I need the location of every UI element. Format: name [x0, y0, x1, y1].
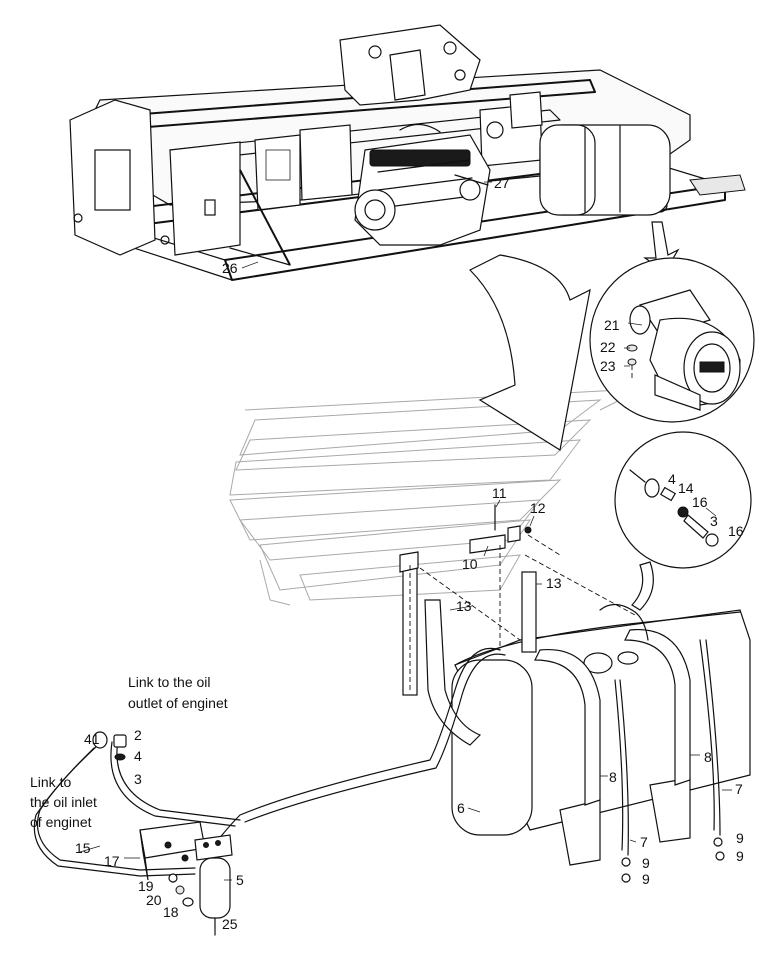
- label-7b: 7: [640, 834, 648, 850]
- note-oil-inlet-line3: of enginet: [30, 814, 92, 830]
- note-oil-outlet-line1: Link to the oil: [128, 674, 211, 690]
- note-oil-inlet-line1: Link to: [30, 774, 71, 790]
- label-23: 23: [600, 358, 616, 374]
- label-13a: 13: [546, 575, 562, 591]
- label-16a: 16: [692, 494, 708, 510]
- label-19: 19: [138, 878, 154, 894]
- chassis-frame: [69, 24, 746, 281]
- label-20: 20: [146, 892, 162, 908]
- label-17: 17: [104, 853, 120, 869]
- label-6: 6: [457, 800, 465, 816]
- chassis-fuel-tank: [539, 124, 671, 216]
- label-3: 3: [134, 771, 142, 787]
- label-5: 5: [236, 872, 244, 888]
- label-26: 26: [222, 260, 238, 276]
- arrow-tank-connection: [631, 561, 654, 611]
- label-3-detail: 3: [710, 513, 718, 529]
- label-8a: 8: [609, 769, 617, 785]
- label-9b: 9: [736, 848, 744, 864]
- label-10: 10: [462, 556, 478, 572]
- label-9a: 9: [736, 830, 744, 846]
- label-14: 14: [678, 480, 694, 496]
- leader-lines: [79, 181, 732, 881]
- detail-circle-tank-outlet: [589, 257, 755, 423]
- label-8b: 8: [704, 749, 712, 765]
- label-7a: 7: [735, 781, 743, 797]
- label-4: 4: [134, 748, 142, 764]
- label-25: 25: [222, 916, 238, 932]
- label-21: 21: [604, 317, 620, 333]
- label-27: 27: [494, 175, 510, 191]
- detail-circle-hose-fitting: [614, 431, 752, 569]
- fuel-tank: [399, 504, 751, 883]
- watermark-logo: [229, 389, 632, 606]
- callout-notes: Link to the oil outlet of enginet Link t…: [30, 674, 228, 830]
- label-15: 15: [75, 840, 91, 856]
- label-13b: 13: [456, 598, 472, 614]
- label-22: 22: [600, 339, 616, 355]
- label-9d: 9: [642, 871, 650, 887]
- label-12: 12: [530, 500, 546, 516]
- label-9c: 9: [642, 855, 650, 871]
- arrow-chassis-to-tank: [468, 254, 591, 451]
- label-4-detail: 4: [668, 471, 676, 487]
- note-oil-inlet-line2: the oil inlet: [30, 794, 97, 810]
- label-2: 2: [134, 727, 142, 743]
- label-11: 11: [492, 485, 507, 501]
- label-16b: 16: [728, 523, 744, 539]
- note-oil-outlet-line2: outlet of enginet: [128, 695, 228, 711]
- label-18: 18: [163, 904, 179, 920]
- engine: [354, 123, 491, 246]
- part-labels: 27 26 21 22 23 4 14 16 3 16 11 12 10 13 …: [75, 175, 744, 932]
- fuel-lines-and-filter: [33, 603, 649, 936]
- label-41: 41: [84, 731, 100, 747]
